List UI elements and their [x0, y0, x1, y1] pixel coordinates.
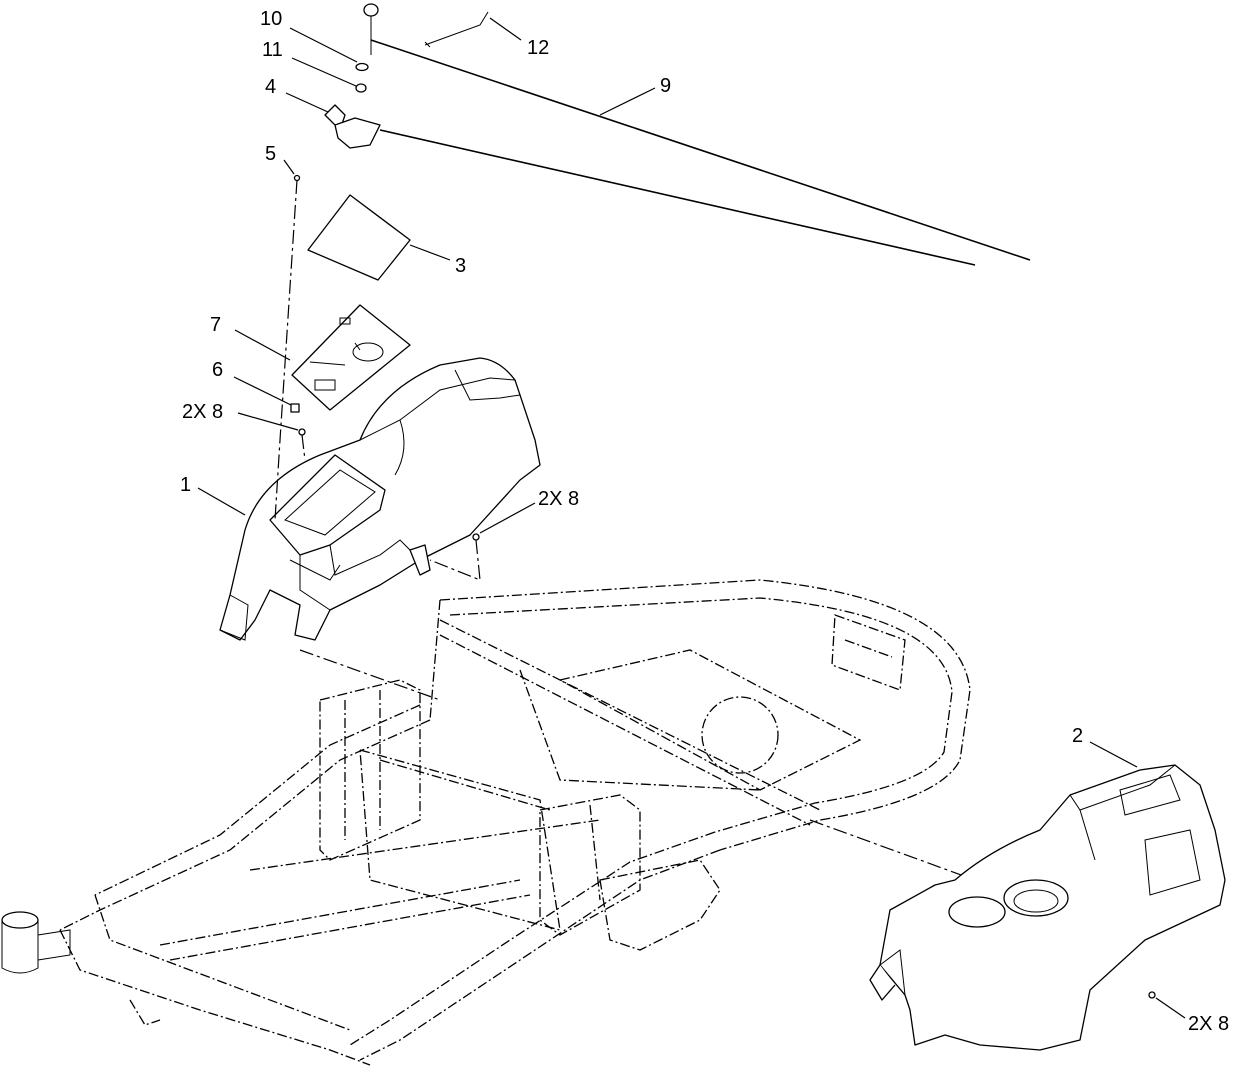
knob-part-10-11: [355, 3, 379, 93]
callout-7: 7: [210, 314, 221, 336]
callout-1: 1: [180, 474, 191, 496]
callout-labels: 10 11 4 5 12 9 3 7 6 2X 8 1 2X 8 2 2X 8: [180, 8, 1229, 1035]
callout-2: 2: [1072, 725, 1083, 747]
callout-4: 4: [265, 76, 276, 98]
callout-3: 3: [455, 255, 466, 277]
left-console-part-1: [219, 357, 541, 641]
callout-9: 9: [660, 75, 671, 97]
cables-part-9: [370, 39, 1031, 266]
right-console-part-2: [869, 764, 1226, 1051]
clip-part-12: [424, 11, 489, 48]
leader-lines: [197, 17, 1186, 1019]
control-plate-part-7: [291, 304, 411, 411]
callout-2x8-a: 2X 8: [182, 401, 223, 423]
callout-12: 12: [527, 37, 549, 59]
decal-part-3: [307, 194, 411, 281]
screws: [290, 174, 1156, 999]
chassis-frame: [1, 579, 971, 1066]
lever-housing-part-4: [324, 104, 381, 149]
callout-6: 6: [212, 359, 223, 381]
callout-2x8-c: 2X 8: [1188, 1013, 1229, 1035]
callout-11: 11: [262, 39, 283, 61]
callout-10: 10: [260, 8, 282, 30]
callout-2x8-b: 2X 8: [538, 488, 579, 510]
phantom-lines: [274, 179, 976, 881]
callout-5: 5: [265, 143, 276, 165]
